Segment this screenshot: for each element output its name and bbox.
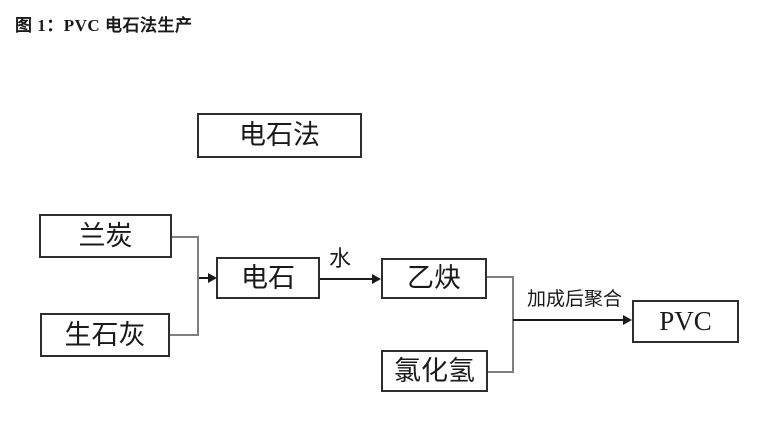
node-semicoke: 兰炭 (39, 214, 172, 258)
arrow-to-pvc-line (513, 319, 624, 321)
node-hydrogen-chloride: 氯化氢 (381, 350, 488, 392)
node-calcium-carbide: 电石 (216, 257, 320, 299)
connector-acetylene-out (487, 276, 514, 278)
arrow-carbide-to-acetylene-head-icon (372, 274, 381, 284)
connector-quicklime-out (170, 334, 199, 336)
node-pvc: PVC (632, 300, 739, 343)
arrow-carbide-to-acetylene-line (320, 278, 373, 280)
node-quicklime: 生石灰 (40, 313, 170, 357)
arrow-to-carbide-head-icon (208, 273, 217, 283)
connector-hcl-out (488, 371, 514, 373)
edge-label-water: 水 (329, 246, 352, 271)
edge-label-polymerization: 加成后聚合 (527, 289, 623, 310)
connector-right-vertical (512, 276, 514, 373)
arrow-to-pvc-head-icon (623, 315, 632, 325)
arrow-to-carbide-line (199, 277, 210, 279)
figure-title: 图 1：PVC 电石法生产 (15, 16, 193, 35)
node-carbide-method: 电石法 (197, 113, 362, 158)
connector-left-vertical (197, 236, 199, 336)
node-acetylene: 乙炔 (381, 258, 487, 299)
connector-semicoke-out (172, 236, 199, 238)
